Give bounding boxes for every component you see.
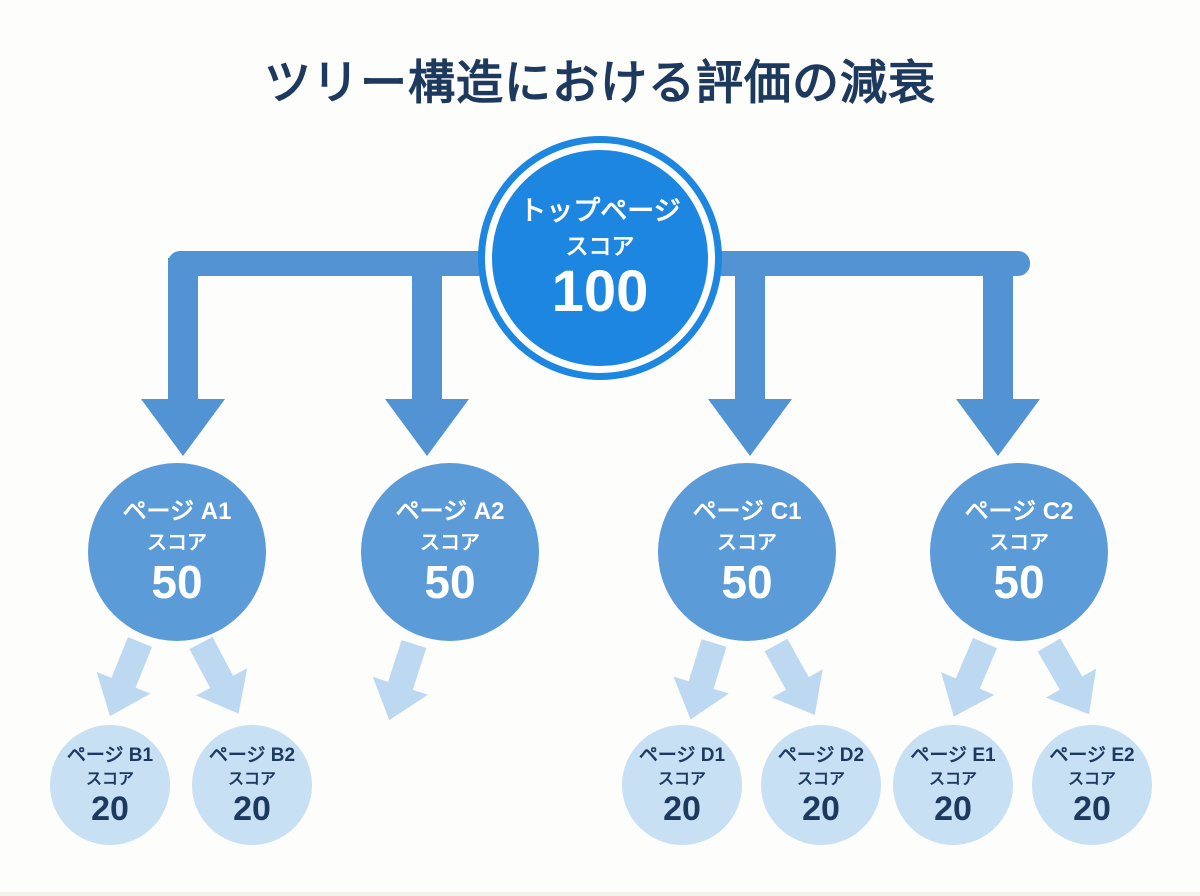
node-score-label: スコア xyxy=(565,232,635,259)
node-page-d1: ページ D1 スコア 20 xyxy=(622,725,742,845)
node-score-value: 20 xyxy=(663,789,701,828)
arrow-c2-e2-icon xyxy=(1037,638,1097,715)
node-score-label: スコア xyxy=(717,532,777,555)
arrow-a1-b1-icon xyxy=(96,637,153,717)
node-score-label: スコア xyxy=(147,532,207,555)
node-label: トップページ xyxy=(519,196,681,227)
node-label: ページ B1 xyxy=(66,744,154,766)
node-page-e1: ページ E1 スコア 20 xyxy=(893,725,1013,845)
node-score-label: スコア xyxy=(657,771,706,789)
node-page-a1: ページ A1 スコア 50 xyxy=(88,463,266,641)
node-score-value: 50 xyxy=(721,556,773,609)
node-score-value: 50 xyxy=(993,556,1045,609)
node-score-value: 20 xyxy=(934,789,972,828)
node-score-label: スコア xyxy=(989,532,1049,555)
connector-drop-a1 xyxy=(168,258,198,402)
node-score-value: 20 xyxy=(233,789,271,828)
node-score-value: 50 xyxy=(151,556,203,609)
connector-drop-a2 xyxy=(412,258,442,402)
arrowhead-c2-icon xyxy=(956,399,1040,456)
node-label: ページ A2 xyxy=(395,498,505,526)
arrowhead-a1-icon xyxy=(141,399,225,456)
node-score-value: 50 xyxy=(424,556,476,609)
node-label: ページ E1 xyxy=(910,744,996,766)
node-score-value: 20 xyxy=(802,789,840,828)
arrowhead-a2-icon xyxy=(385,399,469,456)
node-label: ページ D1 xyxy=(638,744,726,766)
node-label: ページ A1 xyxy=(122,498,232,526)
arrow-c2-e1-icon xyxy=(941,637,997,717)
node-label: ページ B2 xyxy=(208,744,296,766)
node-score-value: 100 xyxy=(551,258,649,324)
branch-leaf-arrows xyxy=(96,636,1097,721)
node-page-e2: ページ E2 スコア 20 xyxy=(1032,725,1152,845)
root-white-ring xyxy=(485,143,715,373)
node-label: ページ C2 xyxy=(964,498,1074,526)
node-score-label: スコア xyxy=(227,771,276,789)
node-label: ページ C1 xyxy=(692,498,802,526)
arrow-c1-d2-icon xyxy=(764,638,823,715)
node-score-value: 20 xyxy=(1073,789,1111,828)
node-page-d2: ページ D2 スコア 20 xyxy=(761,725,881,845)
node-score-label: スコア xyxy=(85,771,134,789)
arrow-c1-d1-icon xyxy=(673,639,729,720)
node-score-label: スコア xyxy=(928,771,977,789)
node-score-label: スコア xyxy=(1067,771,1116,789)
node-score-label: スコア xyxy=(796,771,845,789)
node-page-c2: ページ C2 スコア 50 xyxy=(930,463,1108,641)
node-label: ページ D2 xyxy=(777,744,865,766)
arrow-a1-b2-icon xyxy=(189,636,248,714)
arrow-a2-down-icon xyxy=(372,639,428,721)
diagram-title: ツリー構造における評価の減衰 xyxy=(264,56,936,109)
node-score-label: スコア xyxy=(420,532,480,555)
arrowhead-c1-icon xyxy=(708,399,792,456)
node-label: ページ E2 xyxy=(1049,744,1135,766)
node-page-a2: ページ A2 スコア 50 xyxy=(361,463,539,641)
connector-drop-c2 xyxy=(983,258,1013,402)
node-score-value: 20 xyxy=(91,789,129,828)
connector-drop-c1 xyxy=(735,258,765,402)
root-branch-connector xyxy=(141,251,1040,456)
node-top-page: トップページ スコア 100 xyxy=(478,136,722,380)
node-page-c1: ページ C1 スコア 50 xyxy=(658,463,836,641)
node-page-b1: ページ B1 スコア 20 xyxy=(50,725,170,845)
bottom-edge-strip xyxy=(0,892,1200,896)
node-page-b2: ページ B2 スコア 20 xyxy=(192,725,312,845)
